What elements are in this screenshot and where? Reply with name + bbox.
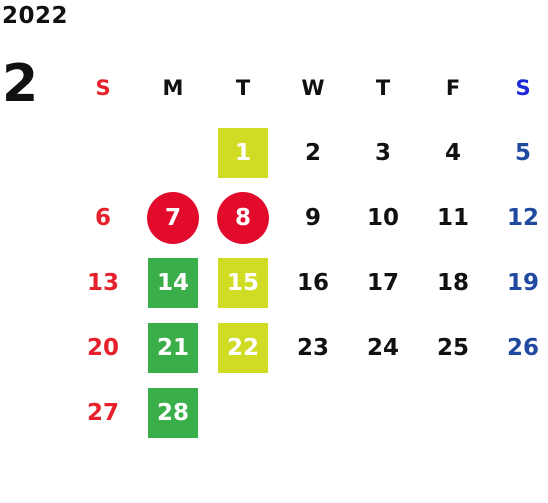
day-number-yellow-marker: 1 [218, 127, 268, 178]
day-number: 19 [506, 269, 539, 296]
day-cell: 2 [278, 127, 348, 179]
day-cell: 1 [208, 127, 278, 179]
weekday-saturday: S [515, 75, 531, 100]
day-number: 24 [366, 334, 399, 361]
week-row: 27 28 [68, 380, 548, 445]
day-cell: 22 [208, 322, 278, 374]
day-cell: 16 [278, 257, 348, 309]
year-label: 2022 [2, 3, 69, 29]
day-number: 18 [436, 269, 469, 296]
day-number: 4 [444, 139, 461, 166]
day-cell: 23 [278, 322, 348, 374]
day-cell: 14 [138, 257, 208, 309]
day-number: 6 [94, 204, 111, 231]
weekday-friday: F [445, 75, 461, 100]
day-number: 23 [296, 334, 329, 361]
day-number: 20 [86, 334, 119, 361]
day-cell: 24 [348, 322, 418, 374]
week-row: 1 2 3 4 5 [68, 120, 548, 185]
empty-day-cell [68, 127, 138, 179]
day-cell: 21 [138, 322, 208, 374]
day-number: 11 [436, 204, 469, 231]
day-cell: 28 [138, 387, 208, 439]
day-cell: 10 [348, 192, 418, 244]
day-cell: 26 [488, 322, 548, 374]
day-number: 2 [304, 139, 321, 166]
day-number: 26 [506, 334, 539, 361]
day-cell: 20 [68, 322, 138, 374]
empty-day-cell [348, 387, 418, 439]
day-cell: 17 [348, 257, 418, 309]
day-cell: 9 [278, 192, 348, 244]
day-cell: 18 [418, 257, 488, 309]
weekday-wednesday: W [301, 75, 325, 100]
day-number-red-marker: 8 [217, 191, 269, 244]
day-cell: 19 [488, 257, 548, 309]
day-number-yellow-marker: 22 [218, 322, 268, 373]
day-number-green-marker: 14 [148, 257, 198, 308]
week-row: 20 21 22 23 24 25 26 [68, 315, 548, 380]
day-number-green-marker: 28 [148, 387, 198, 438]
day-number: 5 [514, 139, 531, 166]
month-label: 2 [2, 54, 39, 114]
weekday-sunday: S [95, 75, 111, 100]
day-number-red-marker: 7 [147, 191, 199, 244]
day-number: 17 [366, 269, 399, 296]
day-cell: 27 [68, 387, 138, 439]
empty-day-cell [278, 387, 348, 439]
day-cell: 13 [68, 257, 138, 309]
day-number-green-marker: 21 [148, 322, 198, 373]
weekday-thursday: T [375, 75, 391, 100]
day-cell: 15 [208, 257, 278, 309]
day-number: 3 [374, 139, 391, 166]
day-cell: 7 [138, 191, 208, 244]
day-number: 25 [436, 334, 469, 361]
day-cell: 8 [208, 191, 278, 244]
day-number: 10 [366, 204, 399, 231]
weekday-monday: M [162, 75, 184, 100]
day-number-yellow-marker: 15 [218, 257, 268, 308]
day-cell: 25 [418, 322, 488, 374]
day-cell: 6 [68, 192, 138, 244]
week-row: 13 14 15 16 17 18 19 [68, 250, 548, 315]
empty-day-cell [138, 127, 208, 179]
empty-day-cell [488, 387, 548, 439]
day-number: 27 [86, 399, 119, 426]
weekday-header-row: S M T W T F S [68, 55, 548, 120]
day-number: 12 [506, 204, 539, 231]
day-number: 9 [304, 204, 321, 231]
weekday-tuesday: T [235, 75, 251, 100]
day-cell: 11 [418, 192, 488, 244]
empty-day-cell [418, 387, 488, 439]
day-cell: 12 [488, 192, 548, 244]
empty-day-cell [208, 387, 278, 439]
day-cell: 4 [418, 127, 488, 179]
day-number: 16 [296, 269, 329, 296]
day-cell: 5 [488, 127, 548, 179]
day-number: 13 [86, 269, 119, 296]
day-cell: 3 [348, 127, 418, 179]
